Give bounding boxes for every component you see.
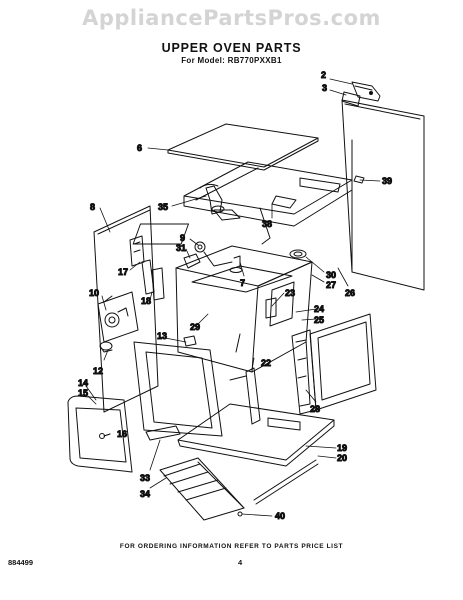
model-line: For Model: RB770PXXB1 [181, 56, 282, 65]
callout-14: 14 [78, 378, 88, 388]
callout-20: 20 [337, 453, 347, 463]
part-trim-strip [145, 425, 181, 441]
leader-lines [85, 78, 381, 517]
callout-40: 40 [275, 511, 285, 521]
part-door-gasket [67, 395, 133, 473]
part-outer-door [291, 313, 377, 415]
callout-19: 19 [337, 443, 347, 453]
callout-26: 26 [345, 288, 355, 298]
part-top-panel [167, 123, 319, 171]
watermark: AppliancePartsPros.com [82, 6, 381, 30]
part-fan-motor [97, 291, 139, 343]
part-grommet [289, 249, 307, 259]
callout-27: 27 [326, 280, 336, 290]
part-left-side-wall [93, 205, 159, 413]
part-door-frame [133, 341, 223, 437]
part-side-bracket [265, 297, 277, 319]
callout-35: 35 [158, 202, 168, 212]
part-bracket-17 [141, 259, 165, 301]
page-title: UPPER OVEN PARTS [161, 41, 302, 55]
callout-2: 2 [321, 70, 326, 80]
callout-16: 16 [117, 429, 127, 439]
callout-25: 25 [314, 315, 324, 325]
callout-17: 17 [118, 267, 128, 277]
callout-6: 6 [137, 143, 142, 153]
part-rod [253, 459, 319, 505]
callout-33: 33 [140, 473, 150, 483]
ordering-note: FOR ORDERING INFORMATION REFER TO PARTS … [119, 543, 344, 550]
callout-24: 24 [314, 304, 324, 314]
part-thermostat-bulb [183, 241, 233, 269]
callout-labels: 2 3 6 39 35 38 8 9 31 17 7 30 27 26 10 1… [78, 70, 393, 522]
part-vent-duct [199, 183, 225, 215]
callout-13: 13 [157, 331, 167, 341]
part-hinge-bracket [341, 81, 381, 107]
part-oven-liner [175, 245, 313, 373]
part-right-side-wall [341, 99, 425, 291]
callout-38: 38 [262, 219, 272, 229]
callout-18: 18 [141, 296, 151, 306]
part-bottom-rail [159, 457, 245, 521]
callout-8: 8 [90, 202, 95, 212]
callout-28: 28 [310, 404, 320, 414]
callout-9: 9 [180, 233, 185, 243]
callout-39: 39 [382, 176, 392, 186]
part-door-rail [229, 367, 261, 425]
callout-12: 12 [93, 366, 103, 376]
part-knob [99, 341, 113, 353]
callout-30: 30 [326, 270, 336, 280]
part-door-clip [183, 335, 197, 347]
callout-31: 31 [176, 243, 186, 253]
callout-23: 23 [285, 288, 295, 298]
part-floor-pan [177, 403, 335, 467]
callout-7: 7 [240, 278, 245, 288]
callout-10: 10 [89, 288, 99, 298]
page-number: 4 [238, 558, 243, 567]
callout-3: 3 [322, 83, 327, 93]
callout-34: 34 [140, 489, 150, 499]
callout-22: 22 [261, 358, 271, 368]
document-number: 884499 [8, 558, 34, 567]
callout-29: 29 [190, 322, 200, 332]
part-clip [353, 175, 365, 184]
callout-15: 15 [78, 388, 88, 398]
